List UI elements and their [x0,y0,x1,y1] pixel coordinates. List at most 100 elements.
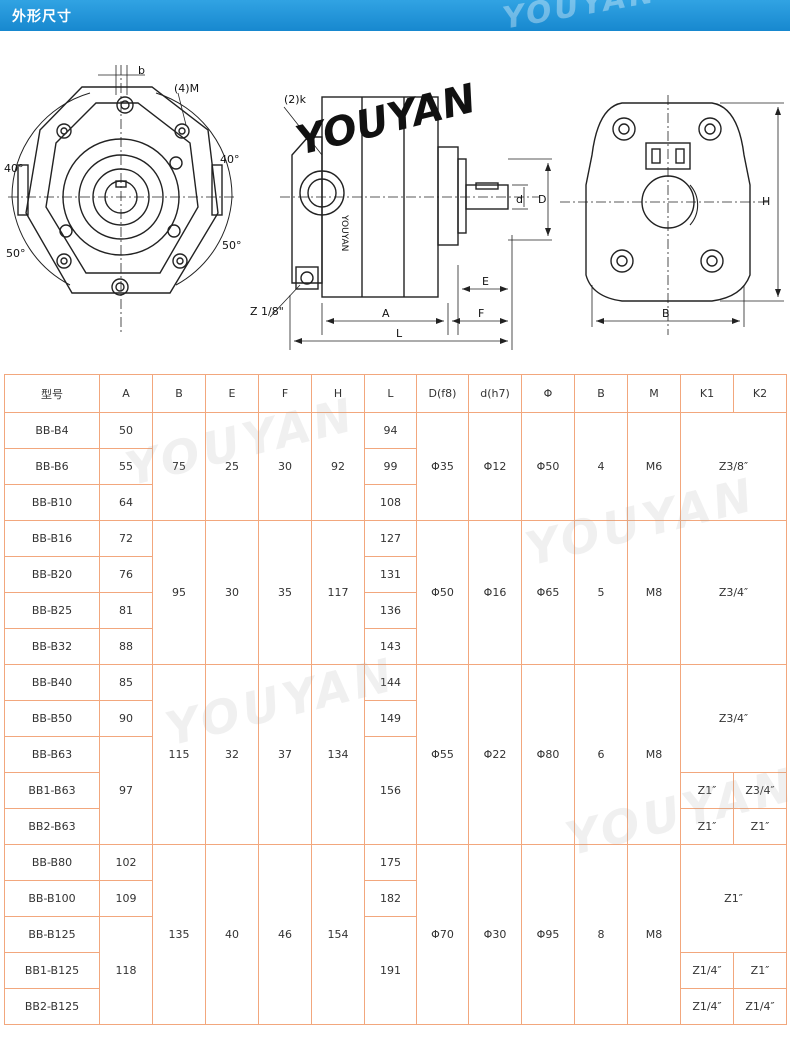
table-row: BB-B25 81 136 [4,592,787,629]
bb-cell: 6 [574,664,628,845]
f-cell: 35 [258,520,312,665]
e-cell: 30 [205,520,259,665]
l-cell: 175 [364,844,417,881]
l-cell: 94 [364,412,417,449]
angle-40-right: 40° [220,153,240,166]
phi-cell: Φ50 [521,412,575,521]
l-cell: 191 [364,916,417,1025]
brand-watermark: YOUYAN [500,0,660,37]
a-cell: 76 [99,556,153,593]
e-cell: 25 [205,412,259,521]
l-cell: 131 [364,556,417,593]
section-title: 外形尺寸 [12,9,72,25]
k1-cell: Z1″ [680,808,734,845]
m-cell: M6 [627,412,681,521]
dim-h: H [762,195,770,208]
bb-cell: 4 [574,412,628,521]
phi-cell: Φ95 [521,844,575,1025]
dim-d-small: d [516,193,523,206]
model-cell: BB-B4 [4,412,100,449]
table-row: BB-B63 97 156 [4,736,787,845]
col-header: E [205,374,259,413]
col-header: L [364,374,417,413]
phi-cell: Φ80 [521,664,575,845]
col-header: H [311,374,365,413]
b-cell: 95 [152,520,206,665]
a-cell: 109 [99,880,153,917]
col-header: A [99,374,153,413]
d-h7-cell: Φ22 [468,664,522,845]
k2-cell: Z1″ [733,808,787,845]
table-row: BB-B40 85 115 32 37 134 144 Φ55 Φ22 Φ80 … [4,664,787,845]
k2-cell: Z1″ [733,952,787,989]
model-cell: BB-B40 [4,664,100,701]
h-cell: 117 [311,520,365,665]
dim-z18: Z 1/8" [250,305,284,318]
dim-b-small: b [138,64,145,77]
b-cell: 75 [152,412,206,521]
dim-a: A [382,307,390,320]
model-cell: BB-B6 [4,448,100,485]
m-cell: M8 [627,844,681,1025]
a-cell: 85 [99,664,153,701]
table-row: BB-B32 88 143 [4,628,787,665]
table-row: BB-B6 55 99 [4,448,787,485]
section-header: 外形尺寸 YOUYAN [0,0,790,36]
a-cell: 118 [99,916,153,1025]
table-row: BB1-B63 Z1″ Z3/4″ [4,772,787,809]
model-cell: BB1-B125 [4,952,100,989]
f-cell: 46 [258,844,312,1025]
k1-cell: Z1/4″ [680,988,734,1025]
a-cell: 102 [99,844,153,881]
col-header: D(f8) [416,374,469,413]
dim-f: F [478,307,484,320]
table-row: BB-B80 102 135 40 46 154 175 Φ70 Φ30 Φ95… [4,844,787,1025]
phi-cell: Φ65 [521,520,575,665]
l-cell: 136 [364,592,417,629]
dim-4m: (4)M [174,82,199,95]
brand-vertical: YOUYAN [339,214,349,251]
col-header: B [574,374,628,413]
table-row: BB-B16 72 95 30 35 117 127 Φ50 Φ16 Φ65 5… [4,520,787,665]
col-header: M [627,374,681,413]
model-cell: BB-B20 [4,556,100,593]
m-cell: M8 [627,664,681,845]
table-row: BB2-B125 Z1/4″ Z1/4″ [4,988,787,1025]
f-cell: 37 [258,664,312,845]
b-cell: 135 [152,844,206,1025]
l-cell: 108 [364,484,417,521]
table-row: BB-B50 90 149 [4,700,787,737]
l-cell: 99 [364,448,417,485]
d-f8-cell: Φ70 [416,844,469,1025]
dim-e: E [482,275,489,288]
a-cell: 90 [99,700,153,737]
h-cell: 154 [311,844,365,1025]
model-cell: BB-B10 [4,484,100,521]
f-cell: 30 [258,412,312,521]
l-cell: 144 [364,664,417,701]
model-cell: BB1-B63 [4,772,100,809]
table-row: BB1-B125 Z1/4″ Z1″ [4,952,787,989]
b-cell: 115 [152,664,206,845]
h-cell: 92 [311,412,365,521]
col-header: K2 [733,374,787,413]
model-cell: BB-B16 [4,520,100,557]
m-cell: M8 [627,520,681,665]
k-cell: Z1″ [680,844,787,953]
a-cell: 97 [99,736,153,845]
k-cell: Z3/4″ [680,664,787,773]
k2-cell: Z3/4″ [733,772,787,809]
col-header: F [258,374,312,413]
dim-l: L [396,327,403,340]
a-cell: 64 [99,484,153,521]
a-cell: 72 [99,520,153,557]
model-cell: BB-B63 [4,736,100,773]
k-cell: Z3/4″ [680,520,787,665]
e-cell: 40 [205,844,259,1025]
model-cell: BB-B32 [4,628,100,665]
model-cell: BB-B80 [4,844,100,881]
e-cell: 32 [205,664,259,845]
k1-cell: Z1″ [680,772,734,809]
angle-50-left: 50° [6,247,26,260]
